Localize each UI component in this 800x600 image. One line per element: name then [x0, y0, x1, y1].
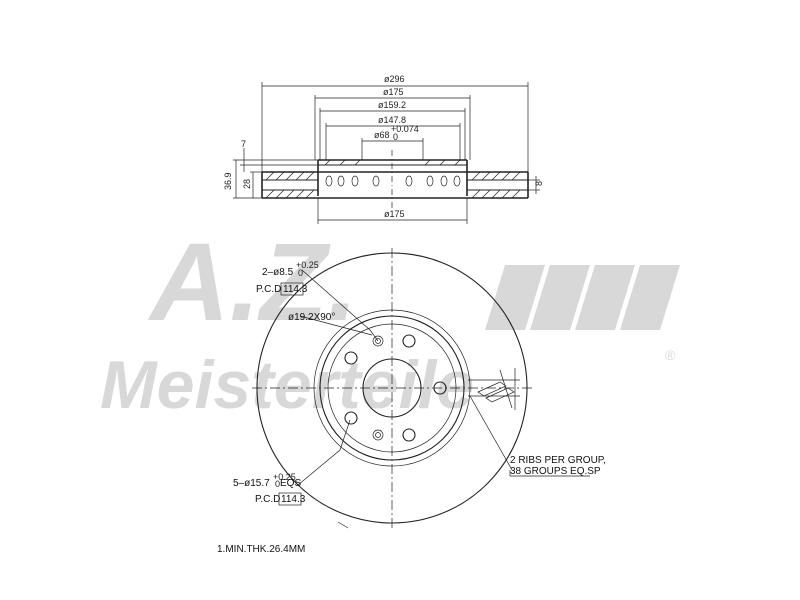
dim-d175-bottom-label: ø175 [384, 209, 405, 219]
dim-d147-label: ø147.8 [378, 115, 406, 125]
plan-view: 2–ø8.5 +0.25 0 P.C.D 114.3 ø19.2X90° 5–ø… [233, 248, 606, 529]
dim-d175-top-label: ø175 [383, 87, 404, 97]
disc-cross-section [261, 150, 529, 210]
hatch-right [471, 171, 521, 199]
watermark-text: Meisterteile [100, 347, 474, 423]
pcd1-label: P.C.D [256, 284, 281, 295]
rib-detail [468, 368, 520, 410]
ribs-line1: 2 RIBS PER GROUP, [510, 455, 606, 466]
dim-d68-tol-lower: 0 [393, 132, 398, 142]
dim-h7-label: 7 [241, 139, 246, 149]
dim-d68-label: ø68 [374, 130, 390, 140]
watermark-stripes [485, 265, 680, 330]
dim-d159-label: ø159.2 [378, 100, 406, 110]
dimension-d175-bottom: ø175 [317, 198, 468, 224]
dimension-d68: ø68 +0.074 0 [361, 124, 424, 160]
dimension-heights: 7 36.9 28 8 [223, 139, 544, 199]
pcd1-box [280, 282, 304, 296]
holes5-suffix: EQS [280, 478, 301, 489]
dimension-d175-top: ø175 [314, 87, 471, 160]
pcd2-box [278, 492, 302, 506]
holes2-tol-lower: 0 [298, 268, 303, 278]
pcd2-value: 114.3 [281, 494, 306, 505]
pcd1-value: 114.3 [283, 284, 308, 295]
callout-chamfer: ø19.2X90° [288, 312, 335, 323]
plan-center-lines [252, 248, 532, 528]
watermark-registered: ® [665, 347, 676, 363]
min-thickness-note: 1.MIN.THK.26.4MM [217, 544, 305, 555]
hatch-left [265, 171, 315, 199]
holes5-tol-lower: 0 [275, 479, 280, 489]
dimension-d147: ø147.8 [325, 115, 461, 160]
holes5-tol-upper: +0.25 [273, 472, 296, 482]
section-view: ø296 ø175 ø159.2 ø147.8 ø68 +0.074 0 [223, 74, 544, 224]
dimension-d159: ø159.2 [319, 100, 466, 160]
vent-holes [325, 175, 461, 187]
dim-h36-label: 36.9 [223, 172, 233, 190]
leader-lines [297, 269, 513, 529]
hatch-hat [324, 159, 461, 166]
holes2-tol-upper: +0.25 [296, 260, 319, 270]
holes2-label: 2–ø8.5 [262, 267, 294, 278]
holes5-label: 5–ø15.7 [233, 478, 270, 489]
bolt-holes [344, 334, 447, 442]
dim-d68-tol-upper: +0.074 [391, 124, 419, 134]
pcd2-label: P.C.D [255, 494, 280, 505]
dim-h28-label: 28 [242, 179, 252, 189]
chamfer-label: ø19.2X90° [288, 312, 335, 323]
dimension-d296: ø296 [261, 74, 529, 186]
callout-holes-2: 2–ø8.5 +0.25 0 P.C.D 114.3 [256, 260, 319, 296]
dim-d296-label: ø296 [384, 74, 405, 84]
callout-holes-5: 5–ø15.7 +0.25 0 EQS P.C.D 114.3 [233, 472, 306, 506]
watermark-brand: A.Z. [147, 221, 358, 344]
ribs-line2: 38 GROUPS EQ.SP [510, 466, 601, 477]
watermark: A.Z. Meisterteile ® [100, 221, 680, 423]
callout-ribs: 2 RIBS PER GROUP, 38 GROUPS EQ.SP [509, 455, 606, 477]
dim-h8-label: 8 [534, 181, 544, 186]
